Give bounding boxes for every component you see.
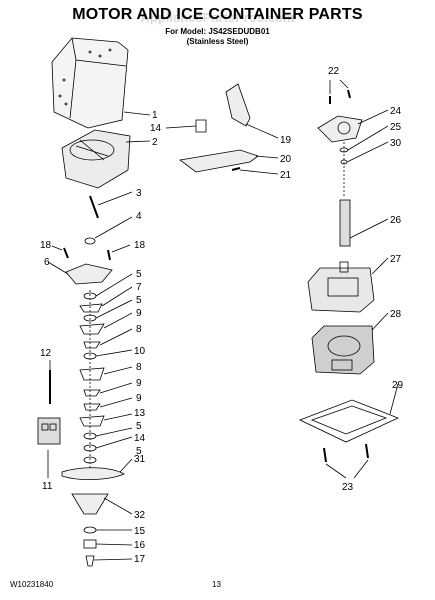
callout-2: 2: [152, 137, 158, 148]
callout-20: 20: [280, 154, 292, 165]
callout-5d: 5: [136, 446, 142, 457]
switch-box-part: [37, 417, 61, 445]
auger-housing-part: [61, 129, 131, 189]
callout-27: 27: [390, 254, 402, 265]
flange-part: [65, 263, 113, 285]
callout-28: 28: [390, 309, 402, 320]
callout-7: 7: [136, 282, 142, 293]
callout-11: 11: [42, 481, 53, 492]
callout-23-bottom: 23: [342, 482, 354, 493]
callout-18-left: 18: [40, 240, 52, 251]
callout-8b: 8: [136, 362, 142, 373]
callout-5a: 5: [136, 269, 142, 280]
watermark: AppliancePartsPros.com: [140, 10, 295, 25]
ice-container-part: [51, 37, 129, 129]
doc-number: W10231840: [10, 580, 54, 589]
callout-5c: 5: [136, 421, 142, 432]
callout-10: 10: [134, 346, 146, 357]
callout-14: 14: [134, 433, 146, 444]
motor-cover-part: [307, 261, 375, 313]
callout-6: 6: [44, 257, 50, 268]
model-line: For Model: JS42SEDUDB01: [165, 27, 270, 36]
callout-15: 15: [134, 526, 146, 537]
callout-9c: 9: [136, 393, 142, 404]
finish-line: (Stainless Steel): [186, 37, 249, 46]
callout-8a: 8: [136, 324, 142, 335]
callout-19: 19: [280, 135, 292, 146]
page-title: MOTOR AND ICE CONTAINER PARTS: [72, 6, 363, 23]
callout-5b: 5: [136, 295, 142, 306]
callout-25: 25: [390, 122, 402, 133]
callout-17: 17: [134, 554, 146, 565]
callout-numbers: 1 14 2 3 4 18 18 6 5 7 5 9 8 10 8 9 9 13…: [40, 66, 404, 565]
blade-part: [61, 467, 125, 481]
callout-32: 32: [134, 510, 146, 521]
callout-24: 24: [390, 106, 402, 117]
callout-29: 29: [392, 380, 404, 391]
callout-18-right: 18: [134, 240, 146, 251]
callout-4: 4: [136, 211, 142, 222]
auger-stack: [79, 290, 105, 470]
callout-21: 21: [280, 170, 292, 181]
callout-3: 3: [136, 188, 142, 199]
callout-23-top: 22: [328, 66, 340, 77]
callout-12: 12: [40, 348, 52, 359]
callout-9a: 9: [136, 308, 142, 319]
gasket-part: [298, 399, 400, 443]
callout-13: 13: [134, 408, 146, 419]
callout-1: 1: [152, 110, 158, 121]
callout-31: 31: [134, 454, 146, 465]
page-number: 13: [212, 580, 221, 589]
callout-22: 14: [150, 123, 162, 134]
motor-part: [311, 325, 375, 375]
callout-9b: 9: [136, 378, 142, 389]
callout-30: 30: [390, 138, 402, 149]
callout-16: 16: [134, 540, 146, 551]
callout-26: 26: [390, 215, 402, 226]
